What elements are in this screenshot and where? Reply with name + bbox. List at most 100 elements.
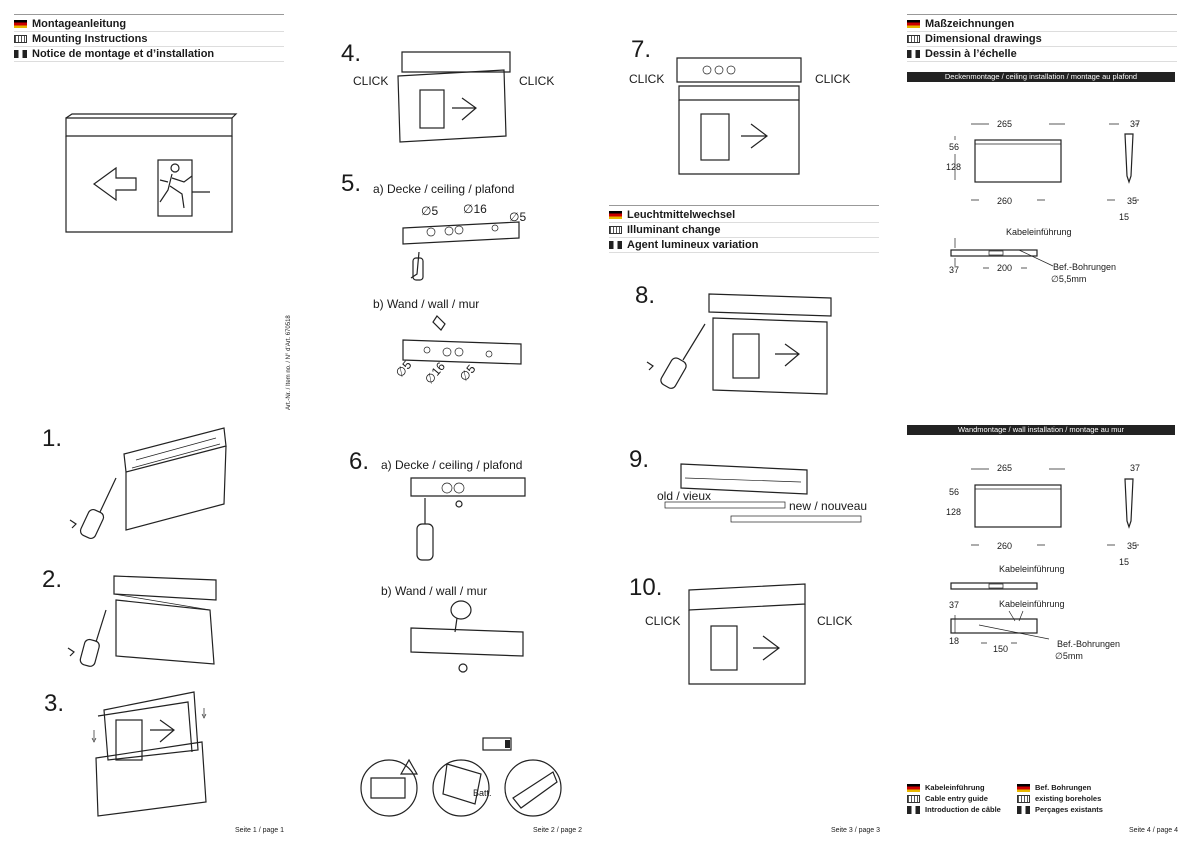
flag-fr-icon [907,50,920,58]
flag-de-icon [609,211,622,219]
wall-h128: 128 [946,507,962,517]
battery-drawing [360,737,562,817]
flag-fr-icon [14,50,27,58]
ceiling-h128: 128 [946,162,962,172]
step-2-number: 2. [42,566,63,593]
header-en: Mounting Instructions [32,33,148,45]
ceiling-d35: 35 [1127,196,1138,206]
new-label: new / nouveau [789,499,868,513]
ceiling-drawing [950,123,1139,269]
ceiling-holes-d: ∅5,5mm [1051,274,1087,284]
step-4-number: 4. [341,40,362,67]
legend-cable: Kabeleinführung Cable entry guide Introd… [907,782,1001,815]
flag-en-icon [14,35,27,43]
wall-h37: 37 [949,600,960,610]
page-2: 4. CLICK CLICK 5. a) Decke / ceiling / p… [297,0,595,842]
header4-en: Dimensional drawings [925,33,1042,45]
step-5b-drawing [402,315,522,365]
wall-d35: 35 [1127,541,1138,551]
flag-fr-icon [907,805,920,814]
d5-label-a: ∅5 [421,204,439,218]
step-6a-label: a) Decke / ceiling / plafond [381,458,523,472]
click-label-7-right: CLICK [815,72,851,86]
wall-drawing [950,468,1139,644]
wall-d15: 15 [1119,557,1130,567]
wall-holes: Bef.-Bohrungen [1057,639,1121,649]
flag-de-icon [907,783,920,792]
flag-de-icon [14,20,27,28]
flag-en-icon [1017,794,1030,803]
step-5a-label: a) Decke / ceiling / plafond [373,182,515,196]
step-8-number: 8. [635,282,656,309]
exit-sign-overview [65,113,238,233]
ceiling-h56: 56 [949,142,960,152]
page3-footer: Seite 3 / page 3 [831,827,881,834]
ceiling-section-bar: Deckenmontage / ceiling installation / m… [907,72,1175,82]
click-label-10-right: CLICK [817,614,853,628]
step-10-drawing [688,583,806,685]
legend-cable-de: Kabeleinführung [925,783,985,792]
subheader-de: Leuchtmittelwechsel [627,209,736,221]
legend-holes-de: Bef. Bohrungen [1035,783,1092,792]
page3-subheader: Leuchtmittelwechsel Illuminant change Ag… [609,205,879,253]
ceiling-d15: 15 [1119,212,1130,222]
step-5b-label: b) Wand / wall / mur [373,297,480,311]
page1-footer: Seite 1 / page 1 [235,827,285,834]
d5-label-a2: ∅5 [509,210,527,224]
wall-section-bar: Wandmontage / wall installation / montag… [907,425,1175,435]
step-2-drawing [67,575,217,667]
battery-label: Batt. [473,788,492,798]
ceiling-w200: 200 [997,263,1013,273]
click-label-7-left: CLICK [629,72,665,86]
subheader-fr: Agent lumineux variation [627,239,759,251]
wall-cable1: Kabeleinführung [999,564,1065,574]
legend-cable-en: Cable entry guide [925,794,988,803]
header-de: Montageanleitung [32,18,127,30]
header4-de: Maßzeichnungen [925,18,1015,30]
page2-footer: Seite 2 / page 2 [533,827,583,834]
subheader-en: Illuminant change [627,224,721,236]
page-1: Montageanleitung Mounting Instructions N… [0,0,297,842]
page-4: Maßzeichnungen Dimensional drawings Dess… [893,0,1191,842]
step-3-drawing [91,691,207,817]
click-label-left: CLICK [353,74,389,88]
ceiling-h37: 37 [949,265,960,275]
wall-w260: 260 [997,541,1013,551]
header4-fr: Dessin à l’échelle [925,48,1017,60]
d16-label-a: ∅16 [463,202,487,216]
step-9-number: 9. [629,446,650,473]
wall-h18: 18 [949,636,960,646]
flag-en-icon [907,35,920,43]
wall-cable2: Kabeleinführung [999,599,1065,609]
flag-de-icon [907,20,920,28]
step-8-drawing [646,293,832,395]
flag-en-icon [609,226,622,234]
legend-holes-en: existing boreholes [1035,794,1102,803]
step-1-number: 1. [42,425,63,452]
wall-w265: 265 [997,463,1013,473]
legend-holes-fr: Perçages existants [1035,805,1103,814]
step-9-drawing [664,463,862,523]
step-7-drawing [676,57,802,175]
wall-w150: 150 [993,644,1009,654]
page4-footer: Seite 4 / page 4 [1129,827,1179,834]
step-6b-drawing [410,600,524,673]
flag-fr-icon [1017,805,1030,814]
flag-de-icon [1017,783,1030,792]
step-3-number: 3. [44,690,65,717]
step-7-number: 7. [631,36,652,63]
click-label-10-left: CLICK [645,614,681,628]
wall-h56: 56 [949,487,960,497]
step-4-drawing [397,51,511,143]
flag-en-icon [907,794,920,803]
legend-cable-fr: Introduction de câble [925,805,1001,814]
old-label: old / vieux [657,489,712,503]
wall-holes-d: ∅5mm [1055,651,1083,661]
wall-d37: 37 [1130,463,1141,473]
flag-fr-icon [609,241,622,249]
legend-holes: Bef. Bohrungen existing boreholes Perçag… [1017,782,1103,815]
ceiling-holes: Bef.-Bohrungen [1053,262,1117,272]
step-5-number: 5. [341,170,362,197]
page-3: 7. CLICK CLICK Leuchtmittelwechsel Illum… [595,0,893,842]
step-6a-drawing [410,477,526,561]
